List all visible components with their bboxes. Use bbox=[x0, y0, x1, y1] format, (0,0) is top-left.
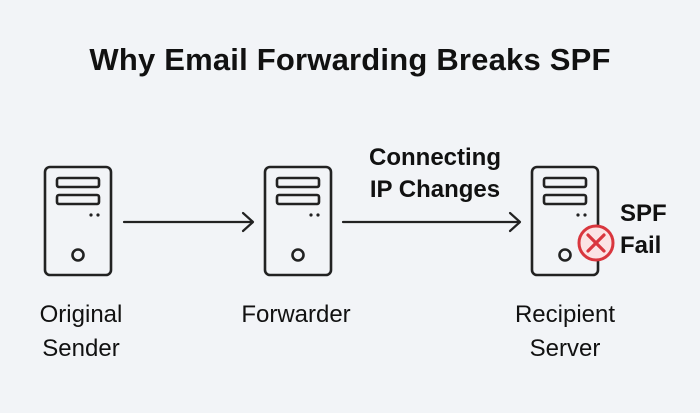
edge-label-ip-changes: Connecting IP Changes bbox=[340, 142, 530, 206]
node-label-line: Recipient bbox=[514, 301, 616, 328]
server-icon bbox=[43, 165, 113, 277]
arrow-forwarder-to-recipient bbox=[341, 211, 522, 233]
spf-fail-status: SPF Fail bbox=[620, 198, 680, 262]
server-icon bbox=[530, 165, 600, 277]
node-label-line: Sender bbox=[42, 335, 120, 362]
node-label-forwarder: Forwarder bbox=[196, 298, 396, 332]
node-label-line: Forwarder bbox=[241, 301, 351, 328]
arrow-sender-to-forwarder bbox=[122, 211, 255, 233]
server-icon bbox=[263, 165, 333, 277]
edge-label-line: IP Changes bbox=[369, 176, 501, 203]
node-label-line: Original bbox=[39, 301, 123, 328]
node-label-line: Server bbox=[529, 335, 601, 362]
status-line: SPF bbox=[620, 200, 667, 227]
node-label-original-sender: Original Sender bbox=[0, 298, 181, 366]
page-title: Why Email Forwarding Breaks SPF bbox=[89, 42, 611, 77]
edge-label-line: Connecting bbox=[369, 144, 501, 171]
node-label-recipient-server: Recipient Server bbox=[465, 298, 665, 366]
status-line: Fail bbox=[620, 232, 662, 259]
fail-x-icon bbox=[577, 224, 615, 262]
